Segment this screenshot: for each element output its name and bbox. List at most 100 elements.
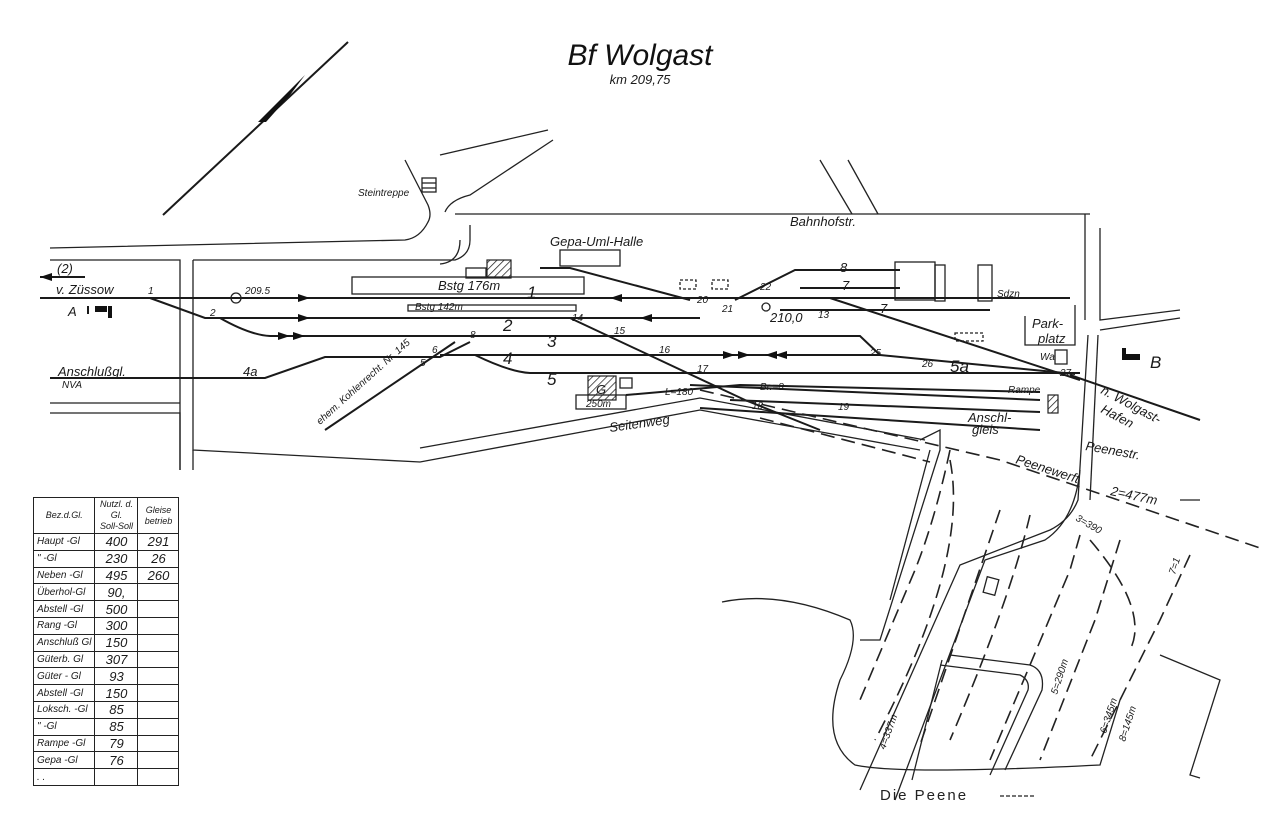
track-type-cell: . . (32, 768, 96, 786)
roads (49, 129, 1221, 801)
operating-length-cell: 291 (137, 533, 180, 551)
steintreppe-label: Steintreppe (358, 188, 410, 199)
platform-142-label: Bstg 142m (415, 302, 463, 313)
track-length-label: L=180 (665, 387, 694, 398)
switch-label: 15 (614, 326, 626, 337)
bahnhofstrasse-label: Bahnhofstr. (790, 214, 856, 229)
usable-length-cell: 85 (94, 717, 139, 736)
usable-length-cell: 300 (94, 616, 139, 635)
usable-length-cell: 307 (94, 650, 139, 669)
goods-shed-length: 250m (585, 399, 611, 410)
column-header-line: betrieb (144, 515, 173, 526)
operating-length-cell (137, 751, 180, 770)
track-type-cell: Loksch. -Gl (32, 700, 96, 719)
street-label: Peenestr. (1084, 438, 1141, 462)
track-type-cell: Güter - Gl (32, 667, 96, 686)
track-label: 1 (527, 283, 536, 302)
route-label: (2) (57, 261, 73, 276)
switch-label: 27 (1059, 368, 1072, 379)
usable-length-cell: 79 (94, 734, 139, 753)
operating-length-cell (137, 700, 180, 719)
goods-shed-label: G (596, 382, 606, 397)
signal-b-label: B (1150, 353, 1161, 372)
switch-label: 14 (572, 313, 584, 324)
operating-length-cell (137, 633, 180, 652)
sdzn-label: Sdzn (997, 289, 1020, 300)
track-type-cell: Überhol-Gl (32, 583, 96, 602)
operating-length-cell (137, 768, 180, 786)
rampe-label: Rampe (1008, 385, 1041, 396)
operating-length-cell (137, 650, 180, 669)
north-arrow-icon (162, 41, 349, 216)
siding-owner-label: NVA (62, 380, 82, 391)
usable-length-cell: 400 (94, 533, 139, 551)
goods-shed (587, 375, 617, 401)
switch-label: 26 (921, 359, 934, 370)
operating-length-cell (137, 616, 180, 635)
river-label: Die Peene (880, 787, 968, 804)
gepa-halle-label: Gepa-Uml-Halle (550, 234, 643, 249)
direction-arrows (278, 294, 787, 359)
track-type-cell: Neben -Gl (32, 566, 96, 585)
usable-length-cell: 76 (94, 751, 139, 770)
switch-label: 21 (721, 304, 733, 315)
track-type-cell: Abstell -Gl (32, 600, 96, 618)
track-label: 4 (503, 349, 512, 368)
switch-label: 22 (759, 282, 772, 293)
operating-length-cell (137, 717, 180, 736)
switch-label: 6 (432, 345, 438, 356)
track-type-cell: Rang -Gl (32, 616, 96, 635)
switch-label: 16 (659, 345, 671, 356)
coal-siding-label: ehem. Kohlenrecht. Nr. 145 (315, 337, 413, 427)
track-type-cell: Güterb. Gl (32, 650, 96, 669)
usable-length-cell: 85 (94, 700, 139, 719)
signal-a-icon (87, 306, 112, 318)
switch-label: 13 (818, 310, 830, 321)
siding-label: Anschl- (967, 410, 1012, 425)
arrow-left-icon (40, 273, 52, 281)
column-header-line: Gleise (145, 504, 172, 515)
track-label: 8 (840, 260, 848, 275)
stairs-icon (421, 177, 437, 193)
track-label: 7 (842, 278, 850, 293)
switch-label: 19 (838, 402, 850, 413)
parkplatz-label: Park- (1032, 316, 1064, 331)
km-marker-icon (761, 302, 771, 312)
table-row: . . (32, 768, 180, 786)
operating-length-cell (137, 667, 180, 686)
km-label: 210,0 (769, 310, 803, 325)
operating-length-cell (137, 583, 180, 602)
track-type-cell: Abstell -Gl (32, 684, 96, 702)
track-type-cell: Gepa -Gl (32, 751, 96, 770)
usable-length-cell (94, 768, 139, 786)
track-label: 5a (950, 357, 969, 376)
usable-length-cell: 230 (94, 549, 139, 568)
goods-platform (575, 394, 627, 410)
switch-label: 20 (696, 295, 709, 306)
switch-label: 18 (752, 401, 764, 412)
track-label: 3 (547, 332, 557, 351)
track-length-label: 4=337m (877, 713, 900, 751)
usable-length-cell: 495 (94, 566, 139, 585)
switch-label: 8 (470, 330, 476, 341)
track-length-label: 8=145m (1117, 705, 1139, 743)
operating-length-cell: 26 (137, 549, 180, 568)
column-header: Nutzl. d. Gl.Soll-Soll (94, 497, 139, 534)
engine-shed (894, 261, 936, 301)
seitenweg-label: Seitenweg (608, 412, 671, 435)
tracks (40, 267, 1201, 431)
track-type-cell: " -Gl (32, 717, 96, 736)
track-length-label: 3=390 (1074, 513, 1104, 537)
